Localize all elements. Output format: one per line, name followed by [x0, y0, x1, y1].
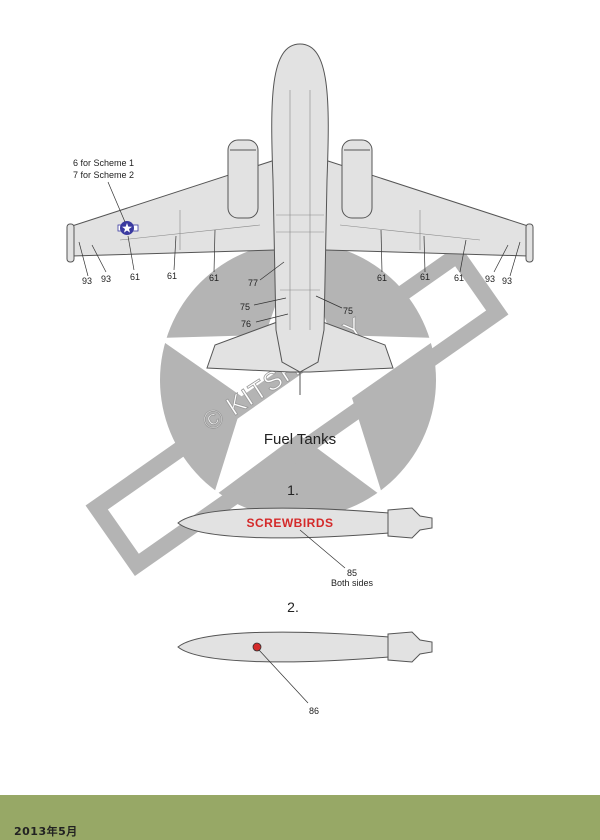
callout-77: 77	[248, 278, 258, 288]
aircraft-top-view	[66, 43, 534, 395]
fuel-tanks-heading: Fuel Tanks	[264, 431, 336, 448]
callout-75-right: 75	[343, 306, 353, 316]
callout-61-left-2: 61	[167, 271, 177, 281]
tank-1-note: Both sides	[331, 578, 374, 588]
engine-left	[227, 139, 259, 219]
tank-1-callout: 85	[347, 568, 357, 578]
callout-61-left-1: 61	[130, 272, 140, 282]
callout-93-right-outer: 93	[502, 276, 512, 286]
tank-2-callout: 86	[309, 706, 319, 716]
callout-76: 76	[241, 319, 251, 329]
wing-roundel	[117, 221, 139, 235]
callout-93-left-outer: 93	[82, 276, 92, 286]
callout-61-right-1: 61	[377, 273, 387, 283]
callout-61-right-2: 61	[420, 272, 430, 282]
insignia-bar-outline	[85, 244, 509, 576]
wing-tip-left	[66, 223, 75, 263]
callout-93-right-inner: 93	[485, 274, 495, 284]
scheme-note-1: 6 for Scheme 1	[73, 158, 134, 168]
tank-1-marking: SCREWBIRDS	[246, 516, 333, 530]
callout-93-left-inner: 93	[101, 274, 111, 284]
callout-75-left: 75	[240, 302, 250, 312]
tank-2-number: 2.	[287, 599, 299, 615]
footer-bar	[0, 795, 600, 840]
fuel-tank-2	[177, 631, 433, 663]
tank-2-marking	[252, 642, 262, 652]
fuel-tank-1	[177, 507, 433, 539]
callout-61-right-3: 61	[454, 273, 464, 283]
engine-right	[341, 139, 373, 219]
leader-lines	[78, 229, 521, 323]
wing-tip-right	[525, 223, 534, 263]
callout-61-left-3: 61	[209, 273, 219, 283]
footer-date: 2013年5月	[14, 825, 78, 838]
fuselage	[271, 43, 329, 373]
tank-1-number: 1.	[287, 482, 299, 498]
panel-lines	[119, 90, 481, 330]
scheme-note-2: 7 for Scheme 2	[73, 170, 134, 180]
